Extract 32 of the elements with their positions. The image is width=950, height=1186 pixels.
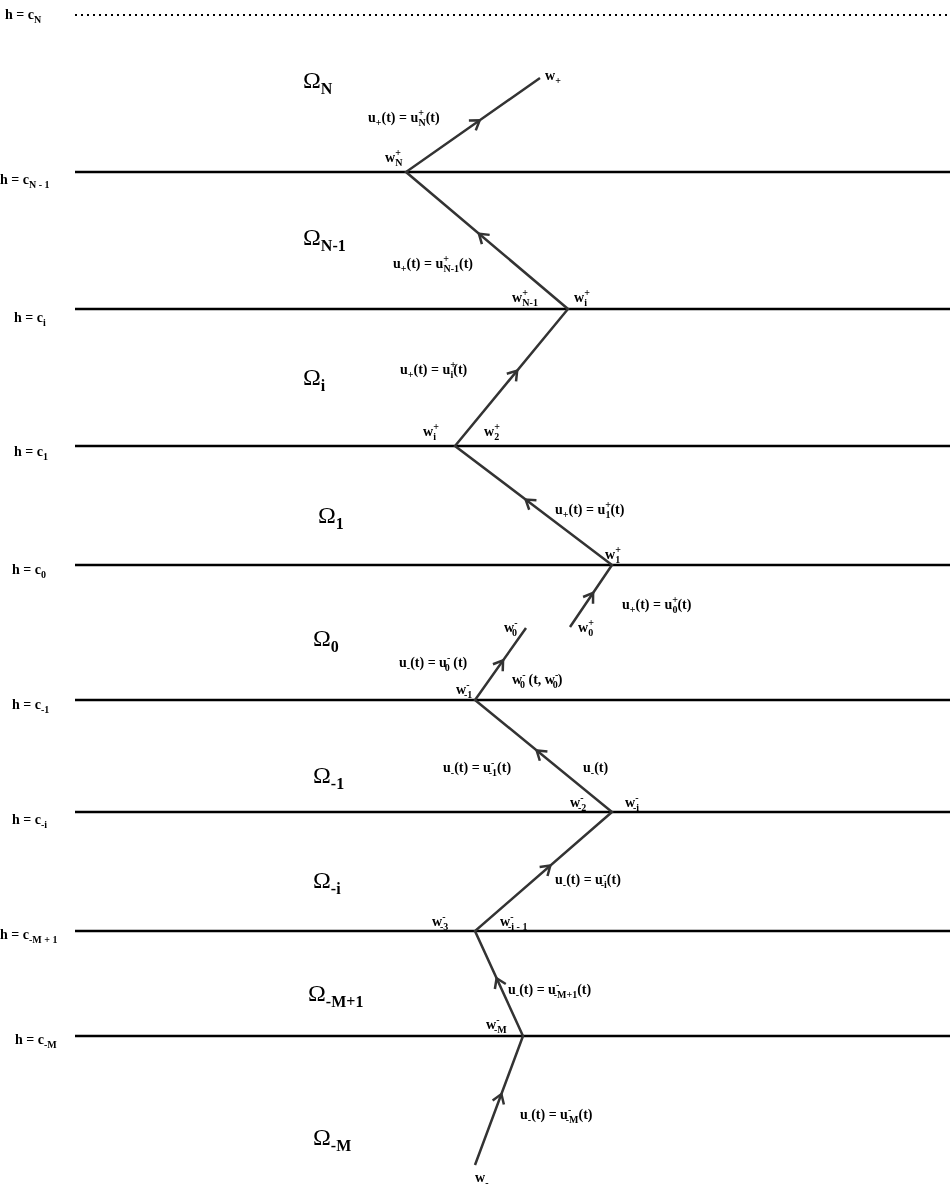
equation-label: u$_{+}$(t) = u$^{+}$$_{i}$(t) [400,363,468,377]
level-label: h = c$_{-1}$ [12,698,50,712]
equation-label: u$_{-}$(t) = u$^{-}$$_{-M+1}$(t) [508,983,592,997]
region-label: Ω$_{N-1}$ [303,225,346,249]
level-label: h = c$_{N}$ [5,8,42,22]
region-label: Ω$_{N}$ [303,68,333,92]
region-label: Ω$_{1}$ [318,503,344,527]
level-label: h = c$_{-M}$ [15,1033,57,1047]
region-label: Ω$_{-M+1}$ [308,981,364,1005]
level-label: h = c$_{i}$ [14,311,46,325]
region-label: Ω$_{0}$ [313,626,339,650]
equation-label: u$_{-}$(t) = u$^{-}$$_{-i}$(t) [555,873,621,887]
region-label: Ω$_{-i}$ [313,868,341,892]
level-label: h = c$_{N - 1}$ [0,173,50,187]
equation-label: u$_{+}$(t) = u$^{+}$$_{N-1}$(t) [393,257,473,271]
region-label: Ω$_{-1}$ [313,763,345,787]
equation-label: u$_{-}$(t) [583,761,609,775]
equation-label: u$_{+}$(t) = u$^{+}$$_{0}$(t) [622,598,692,612]
point-label: w$_{+}$ [545,69,561,83]
equation-label: u$_{+}$(t) = u$^{+}$$_{N}$(t) [368,111,440,125]
equation-label: u$_{+}$(t) = u$^{+}$$_{1}$(t) [555,503,625,517]
point-label: w$^{-}$$_{0}$ (t, w$^{-}$$_{0}$) [512,673,563,687]
region-label: Ω$_{-M}$ [313,1125,352,1149]
region-label: Ω$_{i}$ [303,365,326,389]
level-label: h = c$_{-M + 1}$ [0,928,58,942]
equation-label: u$_{-}$(t) = u$^{-}$$_{0}$ (t) [399,656,468,670]
equation-label: u$_{-}$(t) = u$^{-}$$_{-1}$(t) [443,761,512,775]
level-label: h = c$_{1}$ [14,445,48,459]
level-label: h = c$_{0}$ [12,563,46,577]
point-label: w$_{-}$ [475,1171,489,1185]
level-label: h = c$_{-i}$ [12,813,48,827]
equation-label: u$_{-}$(t) = u$^{-}$$_{-M}$(t) [520,1108,593,1122]
